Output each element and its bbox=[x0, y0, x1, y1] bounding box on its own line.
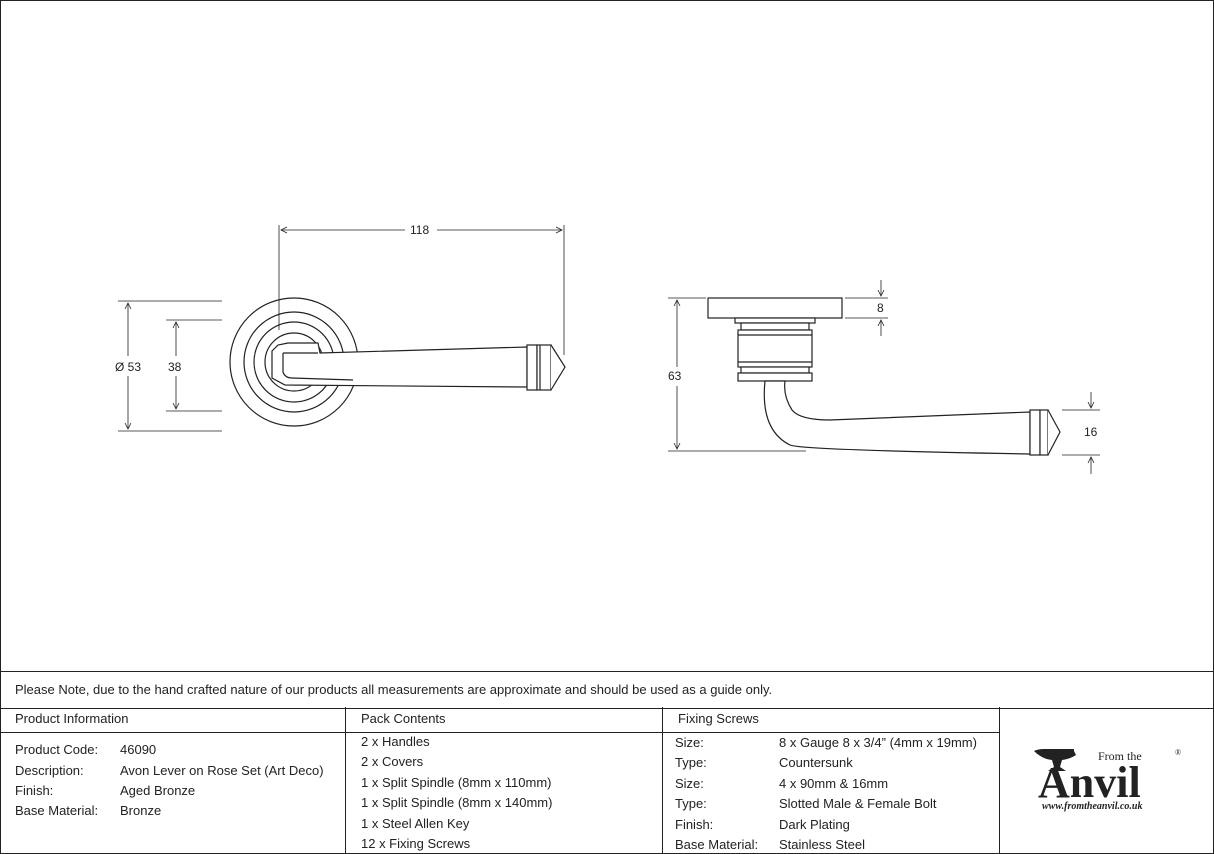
disclaimer-text: Please Note, due to the hand crafted nat… bbox=[15, 682, 773, 697]
pack-item: 12 x Fixing Screws bbox=[361, 836, 471, 851]
screw-material-label: Base Material: bbox=[675, 837, 759, 852]
dim-diameter-53-label: Ø 53 bbox=[115, 360, 141, 374]
finish-value: Aged Bronze bbox=[120, 783, 196, 798]
screw-type-value: Countersunk bbox=[779, 755, 853, 770]
logo-from-the: From the bbox=[1098, 749, 1142, 763]
base-material-value: Bronze bbox=[120, 803, 162, 818]
logo-registered: ® bbox=[1175, 748, 1181, 757]
lever-side-view bbox=[707, 297, 1061, 456]
lever-front-view bbox=[271, 342, 566, 391]
fixing-screws-heading: Fixing Screws bbox=[663, 707, 999, 733]
dim-16-label: 16 bbox=[1084, 425, 1098, 439]
screw-finish-label: Finish: bbox=[675, 817, 714, 832]
product-information-heading: Product Information bbox=[0, 707, 345, 733]
product-code-label: Product Code: bbox=[15, 742, 99, 757]
logo-url: www.fromtheanvil.co.uk bbox=[1042, 801, 1142, 812]
bolt-type-value: Slotted Male & Female Bolt bbox=[779, 796, 937, 811]
dimension-lines-front bbox=[118, 225, 565, 432]
pack-item: 1 x Split Spindle (8mm x 110mm) bbox=[361, 775, 552, 790]
disclaimer-note: Please Note, due to the hand crafted nat… bbox=[0, 671, 1214, 709]
base-material-label: Base Material: bbox=[15, 803, 99, 818]
dim-118-label: 118 bbox=[410, 223, 429, 237]
screw-material-value: Stainless Steel bbox=[779, 837, 865, 852]
fixing-screws-panel: Fixing Screws Size: 8 x Gauge 8 x 3/4” (… bbox=[663, 707, 1000, 854]
bolt-size-label: Size: bbox=[675, 776, 704, 791]
product-information-panel: Product Information Product Code: 46090 … bbox=[0, 707, 346, 854]
screw-size-value: 8 x Gauge 8 x 3/4” (4mm x 19mm) bbox=[779, 735, 977, 750]
screw-size-label: Size: bbox=[675, 735, 704, 750]
bolt-type-label: Type: bbox=[675, 796, 707, 811]
finish-label: Finish: bbox=[15, 783, 54, 798]
pack-contents-panel: Pack Contents 2 x Handles 2 x Covers 1 x… bbox=[346, 707, 663, 854]
from-the-anvil-logo: From the ® Anvil www.fromtheanvil.co.uk bbox=[1000, 707, 1214, 854]
pack-contents-heading: Pack Contents bbox=[346, 707, 662, 733]
pack-item: 1 x Steel Allen Key bbox=[361, 816, 470, 831]
screw-type-label: Type: bbox=[675, 755, 707, 770]
description-label: Description: bbox=[15, 763, 84, 778]
logo-anvil-wordmark: Anvil bbox=[1038, 758, 1141, 807]
dimension-lines-side bbox=[668, 280, 1100, 474]
pack-item: 2 x Handles bbox=[361, 734, 430, 749]
pack-item: 1 x Split Spindle (8mm x 140mm) bbox=[361, 795, 553, 810]
product-code-value: 46090 bbox=[120, 742, 157, 757]
bolt-size-value: 4 x 90mm & 16mm bbox=[779, 776, 889, 791]
dim-8-label: 8 bbox=[877, 301, 884, 315]
pack-item: 2 x Covers bbox=[361, 754, 424, 769]
dim-63-label: 63 bbox=[668, 369, 682, 383]
screw-finish-value: Dark Plating bbox=[779, 817, 850, 832]
description-value: Avon Lever on Rose Set (Art Deco) bbox=[120, 763, 324, 778]
technical-drawing: 118 Ø 53 38 8 63 16 bbox=[115, 223, 1100, 474]
dim-38-label: 38 bbox=[168, 360, 182, 374]
anvil-icon bbox=[1034, 749, 1076, 771]
